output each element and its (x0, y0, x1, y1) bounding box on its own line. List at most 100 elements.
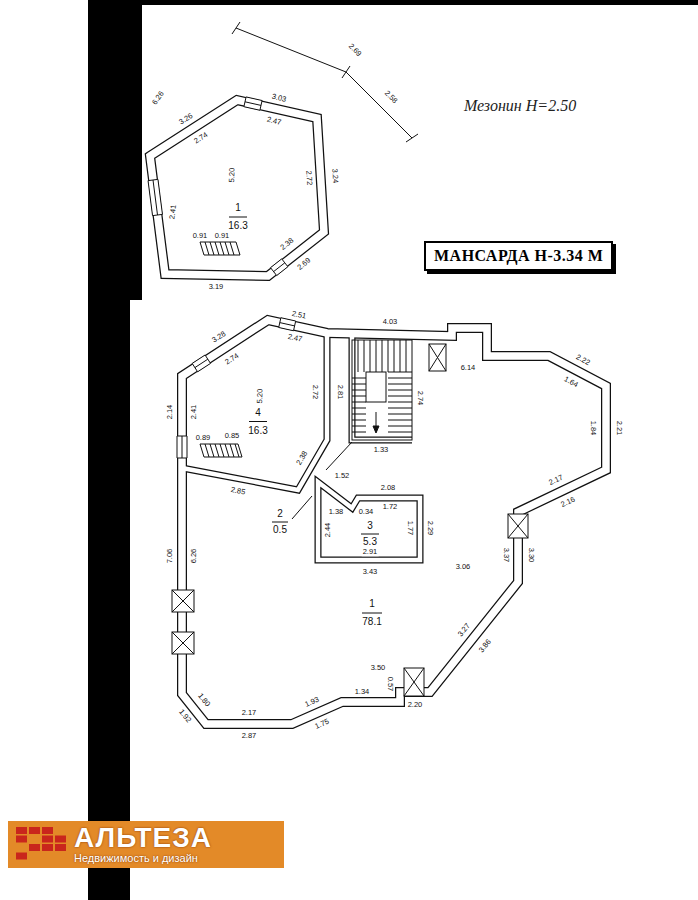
logo-cell (16, 836, 27, 843)
room-number: 3 (366, 521, 374, 531)
door-symbol (508, 514, 528, 538)
door-symbol (172, 590, 194, 612)
scan-edge (88, 0, 102, 900)
room-number: 16.3 (227, 221, 248, 231)
dimension-label: 2.87 (241, 732, 258, 740)
window-symbol (148, 179, 162, 215)
scan-edge (140, 0, 698, 5)
wall-outline (150, 100, 606, 724)
room-number: 0.5 (272, 525, 288, 535)
logo-cell (55, 836, 66, 843)
logo-cell (29, 844, 40, 851)
window-glass (245, 102, 261, 106)
fraction-line (229, 217, 382, 613)
dimension-label: 3.03 (270, 92, 288, 103)
dimension-label: 2.91 (362, 548, 379, 556)
logo-cell (16, 853, 27, 860)
scan-edge (100, 0, 142, 300)
dimension-label: 6.14 (460, 364, 477, 372)
dimension-label: 7.06 (166, 548, 174, 565)
watermark-box: АЛЬТЕЗАНедвижимость и дизайн (8, 821, 284, 868)
dimension-label: 2.17 (547, 473, 565, 487)
dimension-label: 3.19 (208, 283, 225, 291)
stair-hatch (200, 242, 240, 255)
room-number: 4 (254, 408, 262, 418)
stair-hatch (205, 444, 239, 457)
watermark-text: АЛЬТЕЗА (74, 824, 272, 852)
dimension-label: 2.38 (278, 236, 296, 252)
wall (182, 320, 606, 724)
wall (150, 100, 324, 276)
logo-mark (16, 827, 68, 861)
wall (182, 333, 327, 490)
room-number: 5.3 (362, 537, 378, 547)
door-symbol (508, 514, 528, 538)
logo-cell (42, 844, 53, 851)
dimension-label: 3.06 (455, 563, 472, 571)
dimension-label: 0.34 (358, 508, 375, 516)
logo-cell (16, 827, 27, 834)
dimension-label: 1.64 (562, 375, 580, 389)
dimension-label: 2.72 (305, 169, 314, 186)
dimension-label: 5.20 (228, 167, 236, 184)
window-symbol (244, 97, 262, 110)
logo-cell (42, 827, 53, 834)
window-glass (274, 263, 285, 272)
window-symbol (271, 259, 288, 276)
window-glass (195, 359, 208, 367)
room-number: 16.3 (247, 426, 268, 436)
door-symbol (172, 590, 194, 612)
logo-cell (29, 827, 40, 834)
dimension-label: 4.03 (382, 318, 399, 326)
logo-cell (42, 836, 53, 843)
dimension-label: 2.85 (229, 486, 247, 496)
dimension-label: 2.44 (324, 522, 332, 539)
scan-edge (100, 300, 130, 900)
dimension-label: 2.69 (346, 41, 363, 58)
stair-hatch (205, 242, 234, 255)
dimension-label: 2.51 (290, 310, 308, 321)
stair-outline (352, 340, 412, 440)
dimension-label: 0.91 (214, 232, 231, 240)
openings (148, 97, 528, 696)
dimension-label: 2.38 (295, 449, 310, 467)
dimension-label: 6.26 (190, 548, 198, 565)
window-glass (182, 436, 183, 458)
dimension-label: 3.50 (370, 664, 387, 672)
door-symbol (404, 668, 424, 696)
dimension-label: 1.80 (196, 691, 212, 709)
window-glass (153, 180, 158, 215)
room-number: 1 (368, 599, 376, 609)
door-line (292, 496, 312, 519)
door-symbol (172, 632, 194, 654)
room-number: 78.1 (361, 617, 382, 627)
stair-arrow-head (373, 426, 379, 433)
dimension-label: 2.74 (416, 390, 424, 407)
dimension-label: 3.30 (527, 547, 535, 564)
dimension-label: 2.47 (286, 333, 304, 344)
wall (150, 100, 324, 276)
dimension-label: 2.17 (241, 709, 258, 717)
dimension-label: 2.16 (559, 495, 577, 509)
stair-hatch (200, 444, 242, 457)
dimension-label: 2.72 (311, 384, 319, 401)
dimension-label: 1.93 (303, 695, 321, 709)
stair-steps (352, 340, 412, 432)
floor-title-box: МАНСАРДА Н-3.34 М (424, 241, 613, 271)
wall (352, 336, 412, 440)
dimension-label: 6.26 (150, 89, 166, 107)
room-number: 2 (276, 509, 284, 519)
wall (352, 336, 412, 440)
dimension-label: 3.43 (362, 568, 379, 576)
dimension-tick (232, 22, 418, 142)
dimension-label: 0.91 (192, 232, 209, 240)
stair-well (366, 372, 386, 402)
floor-heading: Мезонин H=2.50 (463, 98, 577, 114)
dimension-label: 0.85 (224, 432, 241, 440)
dimension-label: 2.41 (190, 404, 198, 421)
wall (318, 482, 420, 560)
partition-line (326, 442, 352, 470)
watermark-text: Недвижимость и дизайн (74, 852, 272, 865)
floor-title: МАНСАРДА Н-3.34 М (434, 247, 603, 265)
